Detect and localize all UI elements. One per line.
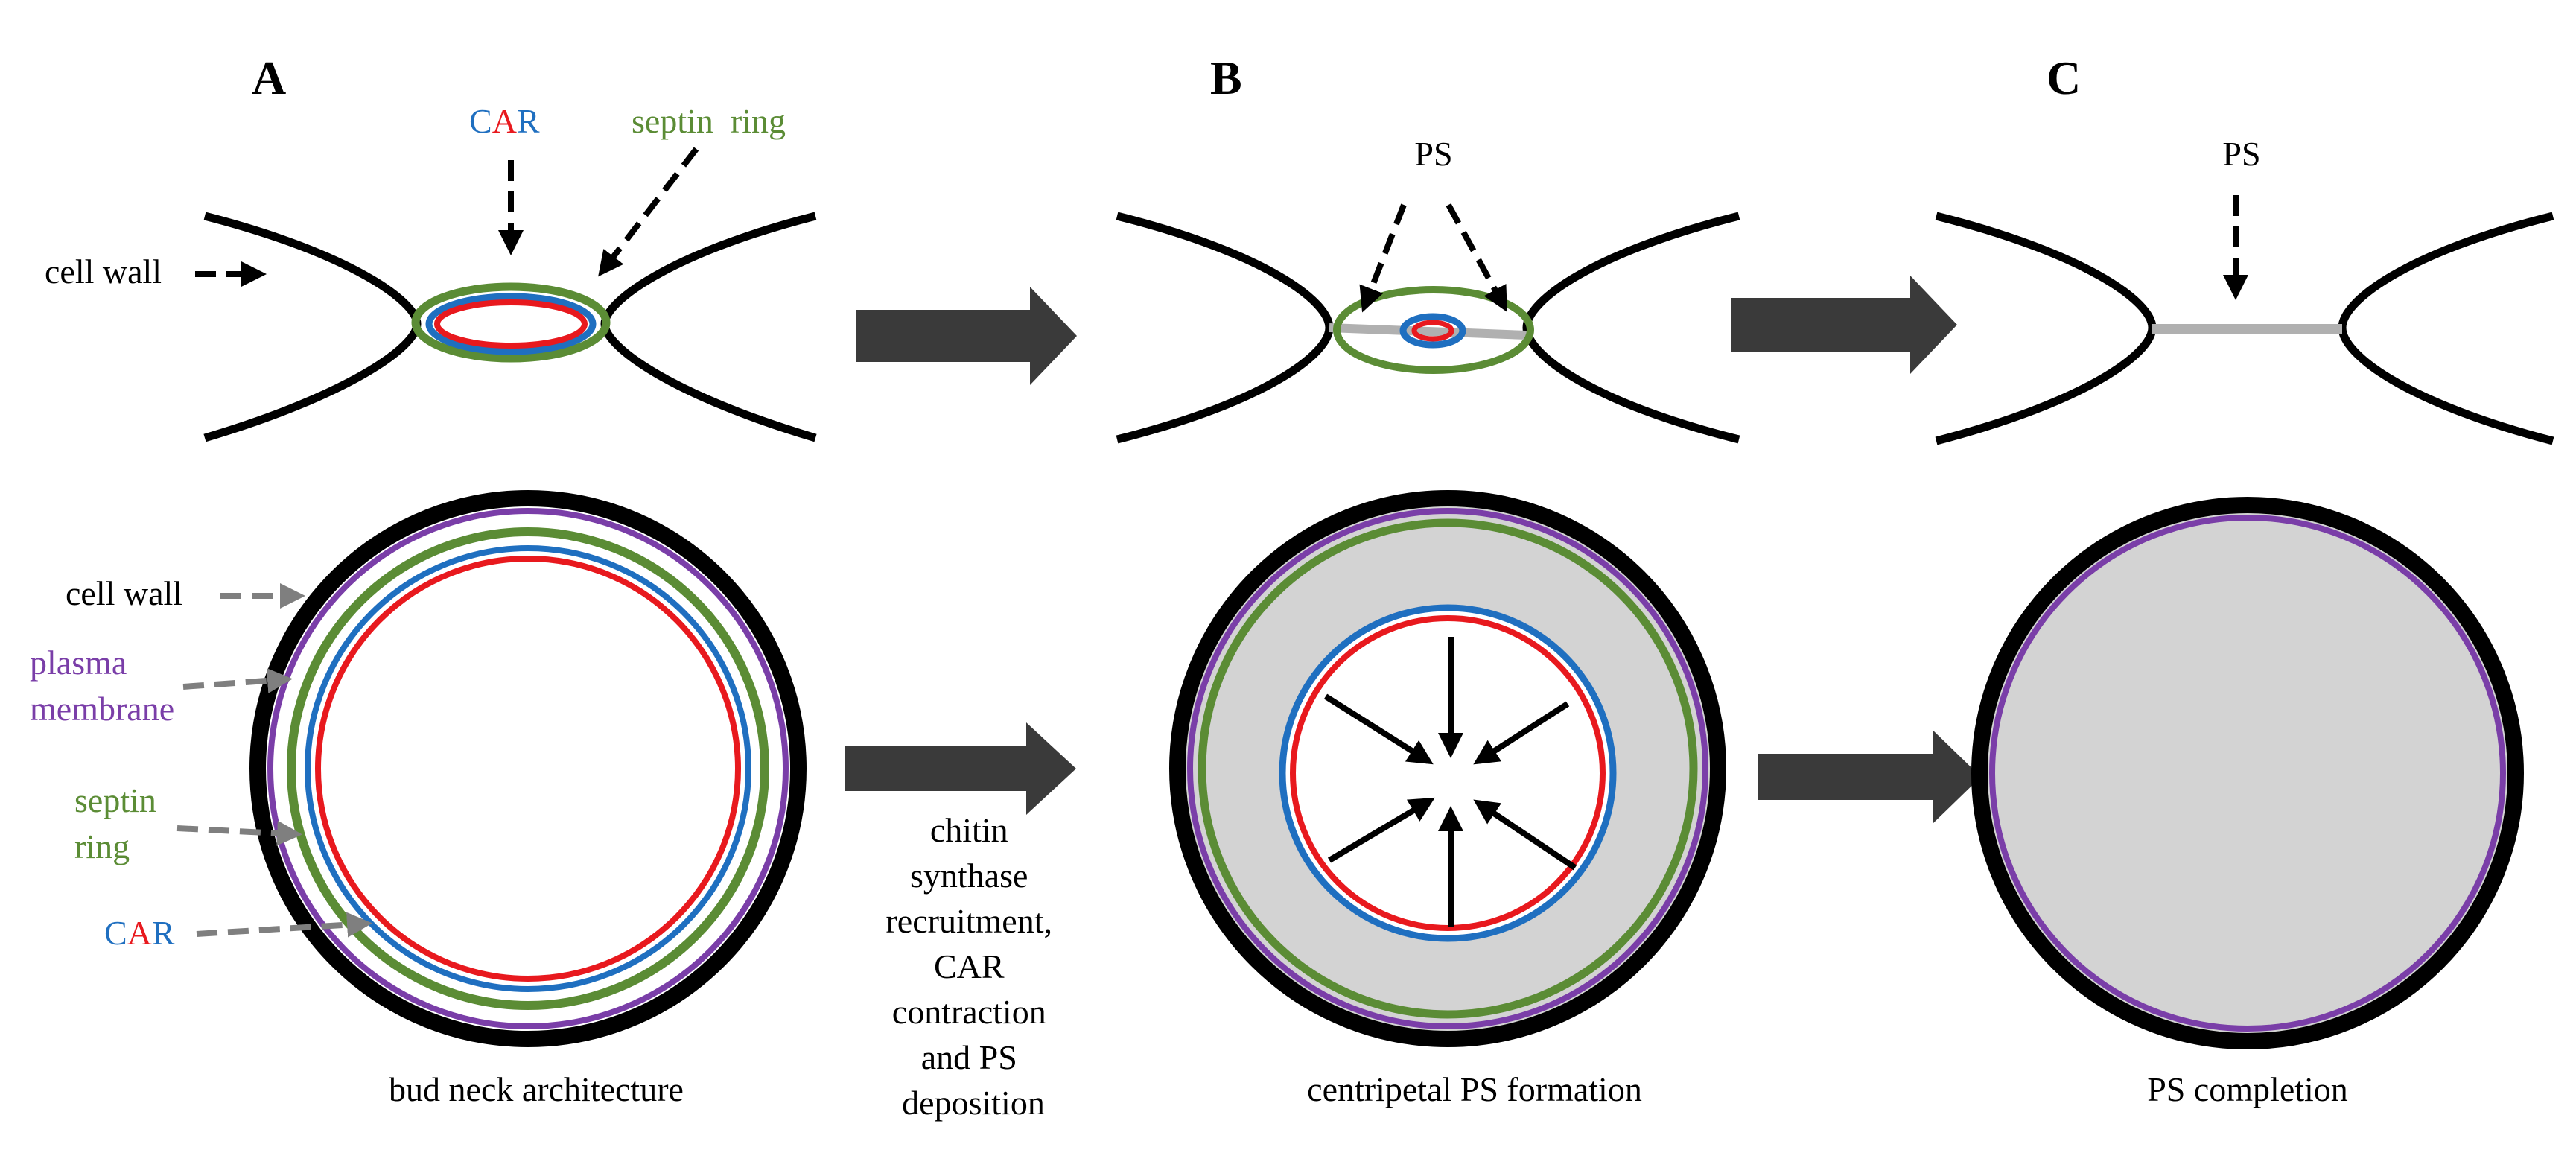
- plasma-word: plasma: [30, 644, 127, 682]
- plasma-membrane-circle-b: [1187, 508, 1708, 1029]
- car-ring-inner-side-a: [434, 299, 588, 349]
- plasma-membrane-circle-a: [267, 508, 789, 1029]
- transition-arrow-bottom-ab: [845, 722, 1076, 815]
- septin-ring-side-a: [411, 282, 611, 363]
- caption-a: bud neck architecture: [389, 1070, 684, 1108]
- cross-section-c: [1971, 497, 2524, 1049]
- membrane-word: membrane: [30, 690, 174, 728]
- transition-arrow-bottom-bc: [1758, 730, 1981, 824]
- panel-a-letter: A: [252, 51, 286, 104]
- ps-pointer-left-b: [1359, 203, 1407, 313]
- centripetal-arrow-upper-left: [1323, 693, 1434, 765]
- plasma-membrane-label: plasma membrane: [30, 644, 174, 728]
- transition-arrow-top-ab: [856, 287, 1077, 385]
- car-red-circle-a: [315, 556, 741, 982]
- cross-section-a: [249, 490, 807, 1047]
- transition-arrow-top-bc: [1731, 276, 1957, 374]
- transition-line-2: synthase: [910, 857, 1028, 895]
- bud-neck-side-view-b: [1116, 212, 1740, 444]
- car-label-bottom-r: R: [152, 914, 175, 952]
- panel-b-letter: B: [1210, 51, 1242, 104]
- plasma-membrane-pointer: [182, 667, 293, 693]
- septin-ring-label-top: septin ring: [632, 102, 786, 140]
- septin-ring-pointer-bottom: [176, 820, 302, 846]
- caption-c: PS completion: [2147, 1070, 2348, 1108]
- car-label-bottom-a: A: [127, 914, 152, 952]
- cell-wall-circle-a: [249, 490, 807, 1047]
- bud-neck-side-view-c: [1935, 212, 2554, 445]
- septin-ring-circle-a: [287, 527, 769, 1010]
- panel-c-letter: C: [2047, 51, 2081, 104]
- ps-label-c: PS: [2222, 135, 2260, 173]
- ps-label-b: PS: [1414, 135, 1452, 173]
- car-ring-red-side-b: [1411, 320, 1454, 342]
- transition-line-3: recruitment,: [885, 902, 1052, 940]
- car-blue-circle-a: [305, 545, 751, 992]
- car-ring-outer-side-a: [425, 293, 597, 355]
- car-label-bottom-c: C: [104, 914, 127, 952]
- centripetal-arrow-upper-right: [1473, 701, 1570, 765]
- septin-ring-circle-b: [1198, 518, 1698, 1019]
- car-label-c: C: [469, 102, 492, 140]
- bud-neck-side-view-a: [203, 212, 817, 442]
- cell-wall-label-top: cell wall: [45, 252, 162, 290]
- transition-line-4: CAR: [934, 947, 1005, 985]
- septin-ring-side-b: [1333, 286, 1534, 374]
- transition-line-7: deposition: [902, 1084, 1045, 1122]
- car-label-r: R: [517, 102, 540, 140]
- primary-septum-side-b: [1329, 323, 1527, 340]
- transition-line-1: chitin: [930, 811, 1008, 849]
- car-label-top: CAR: [469, 102, 540, 140]
- centripetal-arrow-lower-right: [1473, 799, 1577, 871]
- centripetal-arrow-lower-left: [1327, 797, 1435, 863]
- car-ring-blue-side-b: [1399, 313, 1466, 349]
- caption-b: centripetal PS formation: [1307, 1070, 1642, 1108]
- car-pointer-bottom: [196, 912, 372, 938]
- plasma-membrane-circle-c: [1989, 515, 2506, 1032]
- transition-line-6: and PS: [921, 1038, 1017, 1076]
- cross-section-b: [1169, 490, 1726, 1047]
- septin-ring-pointer-arrow: [598, 147, 699, 277]
- ring-word: ring: [74, 827, 130, 865]
- septin-ring-label-bottom: septin ring: [74, 781, 165, 865]
- car-red-circle-b: [1290, 615, 1606, 931]
- car-blue-circle-b: [1279, 604, 1617, 942]
- car-label-bottom: CAR: [104, 914, 175, 952]
- car-label-a: A: [492, 102, 517, 140]
- ps-pointer-right-b: [1446, 203, 1507, 313]
- transition-text: chitin synthase recruitment, CAR contrac…: [885, 811, 1060, 1122]
- septin-word: septin: [74, 781, 156, 819]
- cell-wall-label-bottom: cell wall: [66, 574, 182, 612]
- cell-wall-circle-c: [1971, 497, 2524, 1049]
- transition-line-5: contraction: [892, 993, 1046, 1031]
